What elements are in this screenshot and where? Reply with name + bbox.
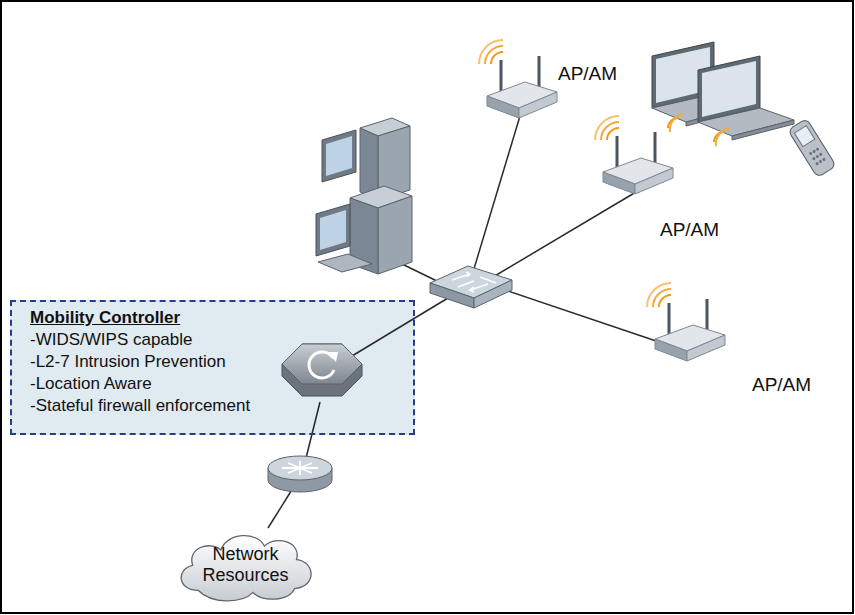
ap-label: AP/AM [660,219,719,241]
controller-fill [10,300,415,435]
ap-label: AP/AM [558,63,617,85]
cloud-shape: Network Resources [170,521,321,603]
feature-item: -Location Aware [30,373,250,395]
feature-item: -WIDS/WIPS capable [30,329,250,351]
mobile-phone [788,118,836,177]
text-group: Network Resources [198,544,293,586]
mobility-controller-icon [282,344,362,396]
feature-item: -Stateful firewall enforcement [30,395,250,417]
access-point [595,116,673,194]
ap-label: AP/AM [752,374,811,396]
controller-panel: Mobility Controller-WIDS/WIPS capable-L2… [10,300,415,435]
desktop-computers [316,118,412,274]
access-point [479,40,557,118]
access-point [647,283,725,361]
router [268,456,332,492]
feature-item: -L2-7 Intrusion Prevention [30,351,250,373]
text-group: Mobility Controller-WIDS/WIPS capable-L2… [30,307,250,417]
network-switch [430,266,512,308]
panel-heading: Mobility Controller [30,307,250,329]
laptops [652,42,794,146]
cloud-label: Network Resources [198,544,293,586]
